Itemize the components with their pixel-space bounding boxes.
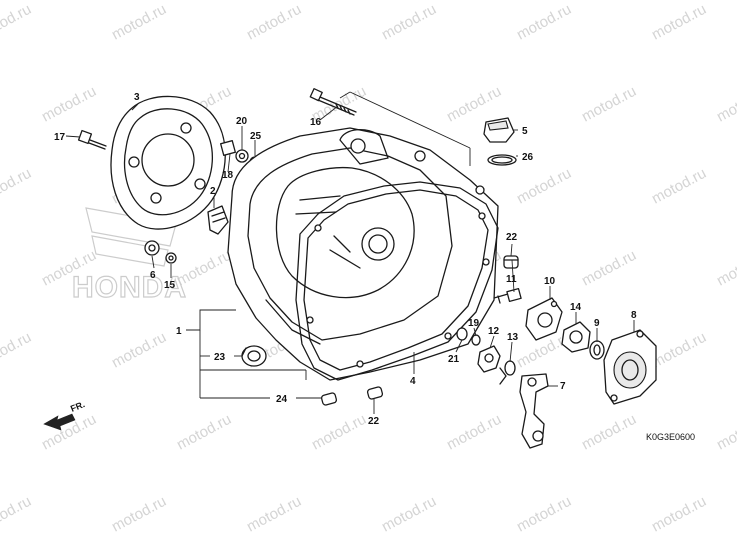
watermark-text-17: motod.ru (649, 165, 709, 208)
watermark-text-0: motod.ru (0, 1, 34, 44)
watermark-text-2: motod.ru (244, 1, 304, 44)
brand-logo: HONDA (71, 207, 187, 305)
callout-12: 12 (488, 326, 500, 337)
part-3-cover-plate (110, 95, 226, 230)
callout-3: 3 (134, 92, 140, 103)
part-22-dowel-upper (503, 255, 519, 269)
part-9-spring (589, 340, 605, 360)
watermark-text-31: motod.ru (174, 411, 234, 454)
parts-5-26-filler-cap (483, 117, 517, 166)
callout-9: 9 (594, 318, 600, 329)
part-10-bracket (525, 297, 563, 341)
part-11-bolt (493, 287, 522, 304)
watermark-text-6: motod.ru (39, 83, 99, 126)
watermark-text-4: motod.ru (514, 1, 574, 44)
callout-1: 1 (176, 326, 182, 337)
callout-labels: 3 17 20 25 18 2 6 15 16 5 26 22 11 10 14… (54, 92, 637, 427)
watermark-text-23: motod.ru (714, 247, 737, 290)
part-7-lifter-arm (519, 373, 549, 449)
callout-26: 26 (522, 152, 534, 163)
diagram-code: K0G3E0600 (646, 432, 695, 442)
watermark-text-24: motod.ru (0, 329, 34, 372)
callout-21: 21 (448, 354, 460, 365)
watermark-text-39: motod.ru (379, 493, 439, 536)
callout-14: 14 (570, 302, 582, 313)
callout-15: 15 (164, 280, 176, 291)
callout-2: 2 (210, 186, 216, 197)
watermark-text-34: motod.ru (579, 411, 639, 454)
callout-24: 24 (276, 394, 288, 405)
callout-7: 7 (560, 381, 566, 392)
callout-25: 25 (250, 131, 262, 142)
watermark-text-38: motod.ru (244, 493, 304, 536)
part-14-cam-holder (561, 321, 591, 353)
watermark-text-41: motod.ru (649, 493, 709, 536)
watermark-text-22: motod.ru (579, 247, 639, 290)
parts-22-24-dowels (320, 386, 384, 406)
brand-mark-text: HONDA (72, 271, 187, 304)
callout-11: 11 (506, 274, 517, 285)
fr-label: FR. (69, 399, 86, 414)
parts-12-13-19-21-hardware (456, 327, 516, 385)
part-2-breather-fitting (207, 205, 229, 235)
watermark-text-36: motod.ru (0, 493, 34, 536)
watermark-text-29: motod.ru (649, 329, 709, 372)
part-1-crankcase-cover (227, 127, 499, 381)
callout-5: 5 (522, 126, 528, 137)
callout-8: 8 (631, 310, 637, 321)
callout-22-lower: 22 (368, 416, 380, 427)
watermark-text-12: motod.ru (0, 165, 34, 208)
watermark-text-32: motod.ru (309, 411, 369, 454)
watermark-text-3: motod.ru (379, 1, 439, 44)
part-23-oil-seal (241, 345, 267, 367)
callout-16: 16 (310, 117, 322, 128)
callout-18: 18 (222, 170, 234, 181)
callout-19: 19 (468, 318, 480, 329)
watermark-text-10: motod.ru (579, 83, 639, 126)
leader-lines (65, 91, 635, 414)
watermark-text-5: motod.ru (649, 1, 709, 44)
callout-22-upper: 22 (506, 232, 518, 243)
part-17-bolt (77, 129, 107, 150)
watermark-text-33: motod.ru (444, 411, 504, 454)
callout-13: 13 (507, 332, 519, 343)
watermark-text-35: motod.ru (714, 411, 737, 454)
callout-4: 4 (410, 376, 416, 387)
part-4-gasket (295, 181, 499, 381)
watermark-text-25: motod.ru (109, 329, 169, 372)
callout-23: 23 (214, 352, 226, 363)
watermark-text-1: motod.ru (109, 1, 169, 44)
part-8-lifter-cover (603, 329, 657, 405)
watermark-text-37: motod.ru (109, 493, 169, 536)
parts-6-15-seal (144, 240, 177, 264)
callout-6: 6 (150, 270, 156, 281)
watermark-text-11: motod.ru (714, 83, 737, 126)
callout-17: 17 (54, 132, 66, 143)
watermark-text-9: motod.ru (444, 83, 504, 126)
watermark-text-16: motod.ru (514, 165, 574, 208)
watermark-text-40: motod.ru (514, 493, 574, 536)
callout-20: 20 (236, 116, 248, 127)
callout-10: 10 (544, 276, 556, 287)
